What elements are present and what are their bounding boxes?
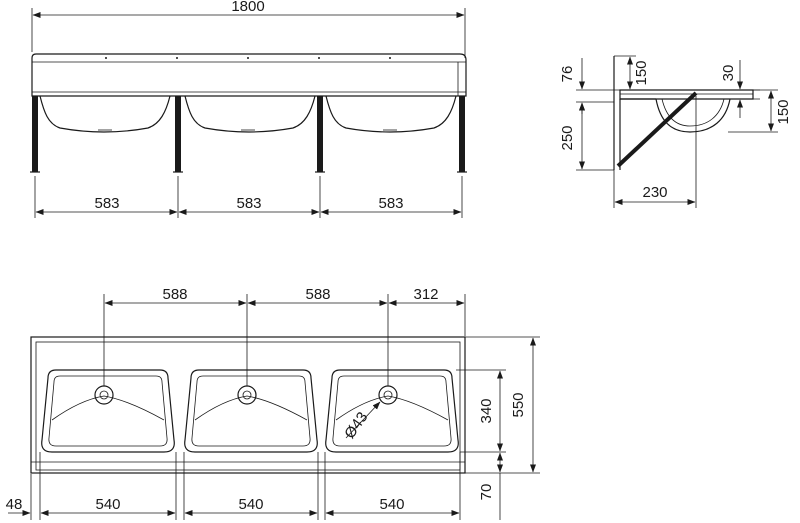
leader-drain	[345, 401, 381, 439]
dim-splash: 76	[559, 66, 576, 83]
plan-view: Ø43 588 588 312 48 540 540 540 550	[6, 286, 540, 520]
dim-bay-1: 583	[94, 195, 119, 212]
legs	[30, 96, 467, 173]
front-view: 1800	[30, 0, 467, 218]
plan-bowl-2	[184, 369, 318, 453]
plan-inner-outline	[35, 341, 461, 471]
dim-bracket-height: 250	[559, 125, 576, 150]
side-bowl-inner	[661, 98, 725, 127]
dim-hole-spacing-2: 588	[305, 286, 330, 303]
plan-outline	[30, 336, 466, 474]
dim-bracket-depth: 230	[642, 184, 667, 201]
dim-bowl-top: 30	[720, 65, 737, 82]
side-bowl	[655, 98, 731, 133]
side-view: 150 76 250 30 150 230	[559, 55, 792, 208]
dim-bowl-width-1: 540	[95, 496, 120, 513]
worktop	[31, 53, 467, 97]
bowl-1	[39, 95, 171, 133]
dim-hole-spacing-3: 312	[413, 286, 438, 303]
dim-overall-width: 1800	[231, 0, 264, 15]
dim-bay-3: 583	[378, 195, 403, 212]
bowl-3	[325, 95, 457, 133]
dim-overall-depth: 550	[510, 392, 527, 417]
dim-left-margin: 48	[6, 496, 23, 513]
dim-bay-2: 583	[236, 195, 261, 212]
dim-bowl-depth: 150	[775, 99, 792, 124]
screw-marks	[105, 57, 391, 59]
bowl-2	[184, 95, 316, 133]
bracket-strut	[616, 91, 698, 168]
dim-top-height: 150	[633, 60, 650, 85]
dim-bowl-width-2: 540	[238, 496, 263, 513]
dim-plan-bowl-depth: 340	[478, 398, 495, 423]
dim-bowl-width-3: 540	[379, 496, 404, 513]
side-worktop	[619, 89, 754, 100]
plan-bowl-1	[41, 369, 175, 453]
dim-front-margin: 70	[478, 484, 495, 501]
dim-hole-spacing-1: 588	[162, 286, 187, 303]
plan-bowl-3	[325, 369, 459, 453]
